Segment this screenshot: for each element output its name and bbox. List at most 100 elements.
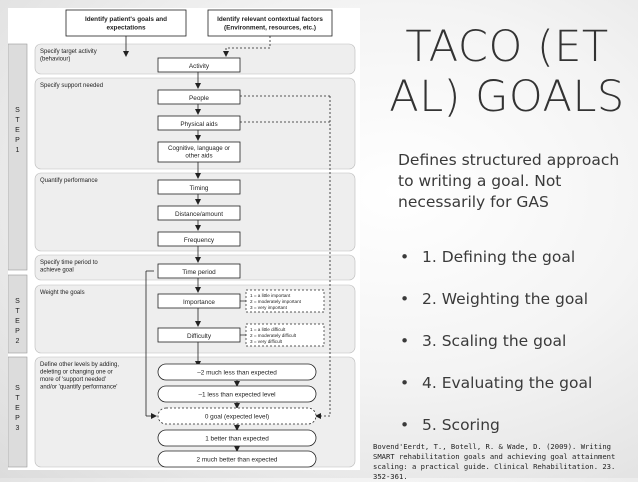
difficulty-scale-line: 2 = moderately difficult	[250, 333, 297, 338]
importance-scale-line: 1 = a little important	[250, 293, 291, 298]
time-period-box-label: Time period	[182, 269, 216, 276]
quantify-section-label: Quantify performance	[40, 178, 98, 184]
timing-box	[157, 179, 241, 195]
bullet-item: • 5. Scoring	[398, 404, 634, 446]
frequency-box	[157, 231, 241, 247]
levels-label-line: deleting or changing one or	[40, 370, 113, 376]
activity-box-label: Activity	[189, 63, 210, 70]
bullet-dot: •	[400, 332, 410, 350]
difficulty-scale-line: 3 = very difficult	[250, 339, 283, 344]
difficulty-box-label: Difficulty	[187, 333, 212, 340]
activity-label-line: (behaviour)	[40, 57, 70, 63]
step-letter: T	[15, 395, 20, 402]
weight-section-label: Weight the goals	[40, 290, 85, 296]
bullet-text: 4. Evaluating the goal	[422, 374, 593, 392]
goal-level-oval	[157, 450, 317, 468]
patient-goals-box	[65, 9, 187, 37]
levels-label-line: more of 'support needed'	[40, 377, 106, 383]
people-box	[157, 89, 241, 105]
importance-scale-line: 2 = moderately important	[250, 299, 302, 304]
patient-goals-text: Identify patient's goals and expectations	[85, 16, 167, 32]
bullet-text: 2. Weighting the goal	[422, 290, 589, 308]
contextual-factors-box	[207, 9, 333, 37]
step1-bar	[8, 43, 28, 271]
bullet-item: • 2. Weighting the goal	[398, 278, 634, 320]
slide-title: TACO (ET AL) GOALS	[382, 22, 632, 122]
contextual-factors-text: Identify relevant contextual factors(Env…	[217, 16, 323, 32]
activity-box	[157, 57, 241, 73]
intro-text: Defines structured approach to writing a…	[398, 151, 620, 211]
cognitive-aids-box	[157, 141, 241, 163]
step-letter: S	[15, 298, 20, 305]
step-letter: P	[15, 328, 20, 335]
step-letter: 3	[16, 425, 20, 432]
bullet-dot: •	[400, 374, 410, 392]
goal-level-label: 2 much better than expected	[196, 457, 277, 464]
step-letter: S	[15, 385, 20, 392]
step-letter: E	[15, 405, 20, 412]
step-letter: P	[15, 137, 20, 144]
step2-bar	[8, 274, 28, 354]
bullet-dot: •	[400, 248, 410, 266]
physical-aids-box-label: Physical aids	[180, 121, 217, 128]
step-letter: T	[15, 117, 20, 124]
bullet-item: • 4. Evaluating the goal	[398, 362, 634, 404]
title-line-2: AL) GOALS	[389, 72, 625, 122]
step3-bar	[8, 356, 28, 468]
patient-goals-line: Identify patient's goals and	[85, 16, 167, 23]
bullet-dot: •	[400, 416, 410, 434]
distance-box-label: Distance/amount	[175, 211, 223, 218]
support-section-label: Specify support needed	[40, 83, 103, 89]
goal-level-label: 0 goal (expected level)	[205, 414, 269, 421]
bullet-text: 1. Defining the goal	[422, 248, 576, 266]
bullet-dot: •	[400, 290, 410, 308]
time-period-box	[157, 263, 241, 279]
levels-section-label: Define other levels by adding,deleting o…	[40, 362, 119, 391]
goal-level-label: 1 better than expected	[205, 436, 269, 443]
step-letter: S	[15, 107, 20, 114]
difficulty-scale-box	[245, 323, 325, 347]
step-letter: 1	[16, 147, 20, 154]
goal-level-label: –2 much less than expected	[197, 370, 277, 377]
quantify-label-line: Quantify performance	[40, 178, 98, 184]
time-label-line: achieve goal	[40, 268, 74, 274]
activity-label-line: Specify target activity	[40, 49, 97, 55]
bullet-text: 5. Scoring	[422, 416, 500, 434]
weight-label-line: Weight the goals	[40, 290, 85, 296]
step-letter: E	[15, 318, 20, 325]
timing-box-label: Timing	[190, 185, 209, 192]
cognitive-aids-line: Cognitive, language or	[168, 145, 230, 152]
bullet-text: 3. Scaling the goal	[422, 332, 567, 350]
people-box-label: People	[189, 95, 209, 102]
step-letter: P	[15, 415, 20, 422]
levels-label-line: and/or 'quantify performance'	[40, 385, 117, 391]
step-letter: 2	[16, 338, 20, 345]
difficulty-scale-line: 1 = a little difficult	[250, 327, 286, 332]
patient-goals-line: expectations	[106, 25, 146, 32]
contextual-factors-line: (Environment, resources, etc.)	[224, 25, 316, 32]
citation: Bovend'Eerdt, T., Botell, R. & Wade, D. …	[373, 442, 616, 481]
activity-section-label: Specify target activity (behaviour)	[40, 49, 97, 63]
distance-box	[157, 205, 241, 221]
bullet-list: • 1. Defining the goal • 2. Weighting the …	[398, 236, 634, 446]
title-line-1: TACO (ET	[405, 22, 609, 72]
time-section-label: Specify time period to achieve goal	[40, 260, 98, 274]
time-label-line: Specify time period to	[40, 260, 98, 266]
physical-aids-box	[157, 115, 241, 131]
step-letter: T	[15, 308, 20, 315]
importance-scale-box	[245, 289, 325, 313]
step-letter: E	[15, 127, 20, 134]
bullet-item: • 1. Defining the goal	[398, 236, 634, 278]
cognitive-aids-line: other aids	[185, 153, 212, 160]
goal-level-ovals: –2 much less than expected–1 less than e…	[157, 363, 317, 468]
support-label-line: Specify support needed	[40, 83, 103, 89]
importance-scale-line: 3 = very important	[250, 305, 288, 310]
frequency-box-label: Frequency	[184, 237, 215, 244]
